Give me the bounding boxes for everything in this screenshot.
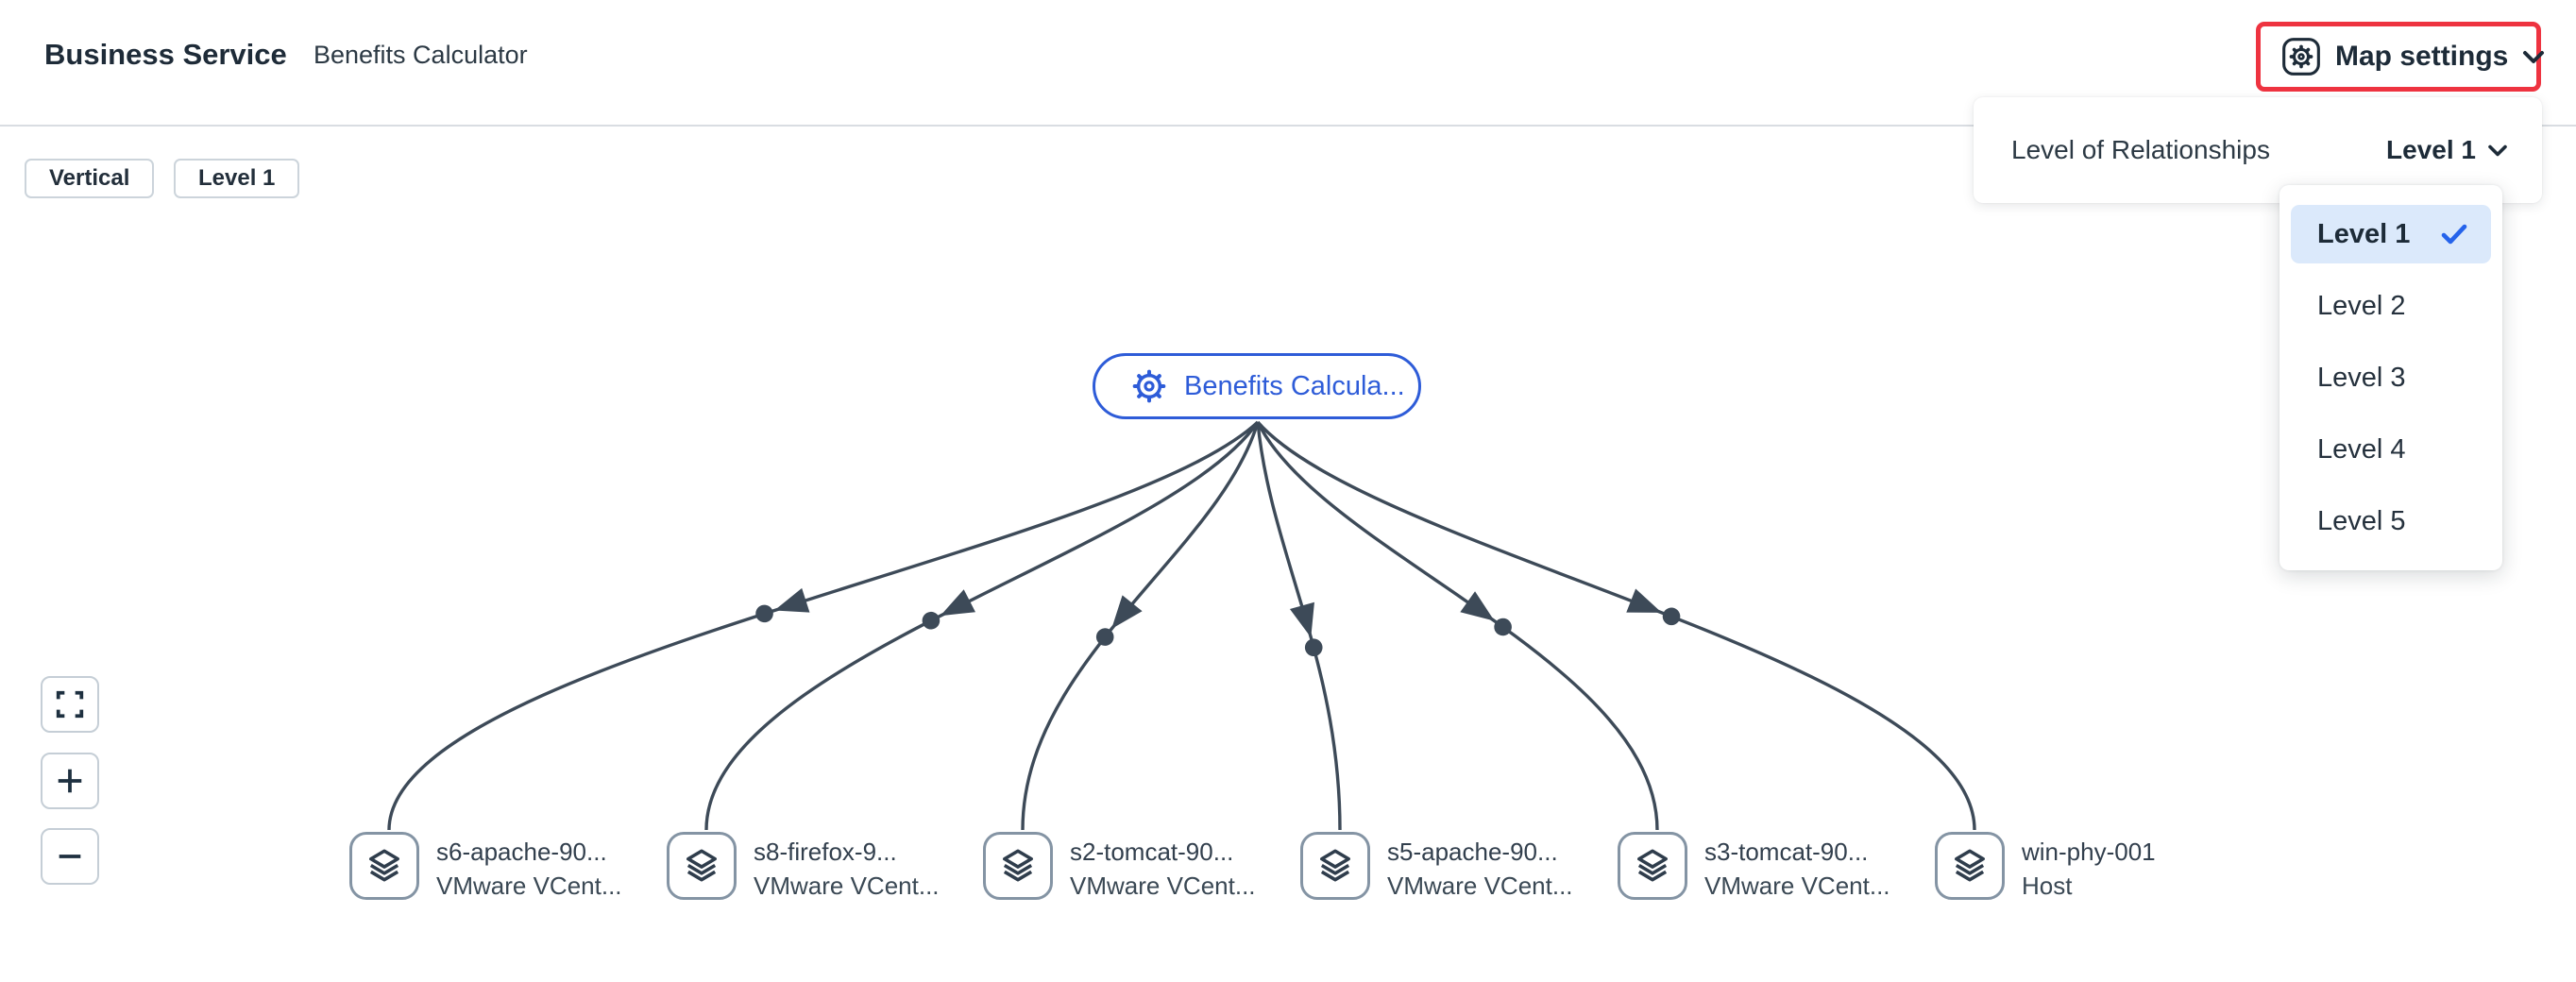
fit-to-screen-button[interactable] — [41, 676, 99, 733]
minus-icon — [54, 840, 86, 872]
menu-item-label: Level 4 — [2317, 433, 2406, 465]
relationship-edge — [1256, 420, 1976, 831]
level-menu: Level 1 Level 2 Level 3 Level 4 Level 5 — [2279, 185, 2502, 570]
layers-icon — [1633, 846, 1672, 886]
layers-icon — [1950, 846, 1990, 886]
edge-arrow — [1095, 595, 1143, 646]
attention-highlight-box: Map settings — [2256, 22, 2545, 92]
ci-node-subtitle: VMware VCent... — [1070, 872, 1256, 900]
map-settings-gear-icon — [2280, 36, 2322, 77]
ci-node-s5-apache-90[interactable] — [1300, 832, 1370, 900]
edge-arrow — [1289, 601, 1323, 657]
ci-node-win-phy-001[interactable] — [1935, 832, 2005, 900]
check-icon — [2441, 224, 2467, 245]
level-of-relationships-select[interactable]: Level 1 — [2386, 135, 2508, 165]
level-badge: Level 1 — [174, 159, 300, 198]
edge-arrow — [755, 587, 810, 623]
menu-item-label: Level 1 — [2317, 218, 2411, 249]
ci-node-title: s2-tomcat-90... — [1070, 838, 1234, 866]
relationship-edge — [1256, 421, 1659, 831]
ci-node-title: win-phy-001 — [2022, 838, 2156, 866]
ci-node-title: s6-apache-90... — [436, 838, 607, 866]
relationship-edge — [1021, 421, 1260, 831]
service-name: Benefits Calculator — [314, 41, 528, 69]
ci-node-title: s3-tomcat-90... — [1704, 838, 1869, 866]
edge-arrow — [922, 589, 976, 630]
page-title: Business Service — [44, 38, 287, 71]
ci-node-s6-apache-90[interactable] — [349, 832, 419, 900]
root-node-label: Benefits Calcula... — [1184, 370, 1405, 401]
relationship-edge — [1256, 421, 1342, 831]
header-divider — [0, 125, 2576, 127]
layers-icon — [998, 846, 1038, 886]
map-settings-panel: Level of Relationships Level 1 — [1974, 97, 2542, 203]
menu-item-label: Level 3 — [2317, 362, 2406, 393]
edge-arrow — [1460, 591, 1512, 636]
layers-icon — [1315, 846, 1355, 886]
ci-node-s2-tomcat-90[interactable] — [983, 832, 1053, 900]
menu-item-level-1[interactable]: Level 1 — [2291, 205, 2491, 263]
layers-icon — [682, 846, 721, 886]
map-settings-label: Map settings — [2335, 41, 2509, 72]
chevron-down-icon — [2521, 48, 2546, 65]
ci-node-subtitle: VMware VCent... — [754, 872, 940, 900]
layers-icon — [364, 846, 404, 886]
ci-node-subtitle: VMware VCent... — [1387, 872, 1573, 900]
orientation-badge: Vertical — [25, 159, 155, 198]
business-service-node[interactable]: Benefits Calcula... — [1093, 353, 1421, 419]
gear-icon — [1129, 366, 1169, 406]
ci-node-title: s8-firefox-9... — [754, 838, 897, 866]
edge-arrow — [1626, 588, 1681, 626]
level-of-relationships-label: Level of Relationships — [2011, 135, 2270, 164]
plus-icon — [54, 765, 86, 797]
ci-node-subtitle: VMware VCent... — [436, 872, 622, 900]
map-settings-button[interactable]: Map settings — [2261, 36, 2546, 77]
menu-item-label: Level 5 — [2317, 505, 2406, 536]
relationship-edge — [387, 420, 1260, 831]
ci-node-s8-firefox-9[interactable] — [667, 832, 737, 900]
menu-item-level-3[interactable]: Level 3 — [2291, 348, 2491, 407]
relationship-edge — [704, 421, 1260, 831]
chevron-down-icon — [2487, 144, 2508, 158]
ci-node-subtitle: Host — [2022, 872, 2073, 900]
menu-item-level-5[interactable]: Level 5 — [2291, 492, 2491, 550]
ci-node-s3-tomcat-90[interactable] — [1618, 832, 1687, 900]
level-select-value: Level 1 — [2386, 135, 2476, 164]
menu-item-level-4[interactable]: Level 4 — [2291, 420, 2491, 479]
ci-node-title: s5-apache-90... — [1387, 838, 1558, 866]
zoom-out-button[interactable] — [41, 828, 99, 885]
zoom-in-button[interactable] — [41, 753, 99, 809]
fullscreen-icon — [54, 688, 86, 720]
menu-item-label: Level 2 — [2317, 290, 2406, 321]
menu-item-level-2[interactable]: Level 2 — [2291, 277, 2491, 335]
ci-node-subtitle: VMware VCent... — [1704, 872, 1890, 900]
